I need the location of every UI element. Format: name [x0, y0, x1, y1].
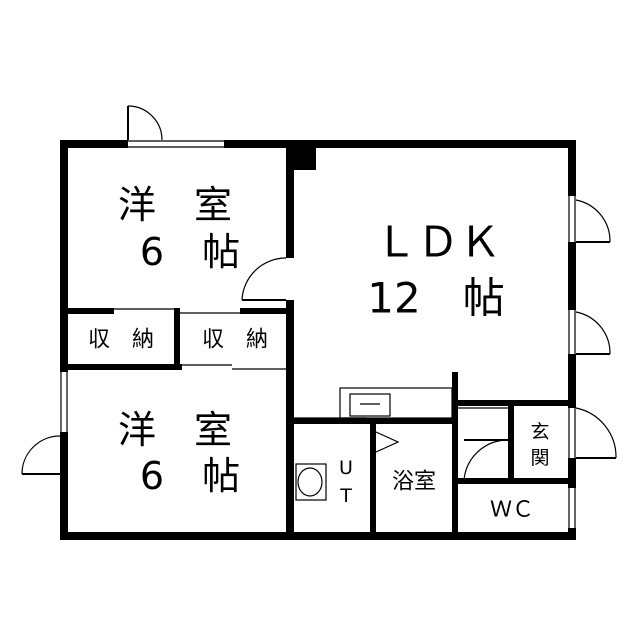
ldk-size: 12 帖	[367, 274, 504, 323]
storage-2-label: 収 納	[202, 328, 268, 353]
sliding-doors	[114, 308, 366, 423]
utility-label-u: U	[339, 457, 353, 479]
windows	[60, 140, 576, 528]
wc-label: ＷＣ	[490, 498, 534, 523]
western-room-2-size: 6 帖	[140, 454, 240, 498]
storage-1-label: 収 納	[88, 328, 154, 353]
western-room-2-name: 洋 室	[118, 408, 232, 452]
entrance-label-2: 関	[530, 447, 549, 469]
fixtures	[295, 387, 508, 501]
room-labels: 洋 室 6 帖 収 納 収 納 洋 室 6 帖 ＬＤＫ 12 帖 U T 浴室 …	[88, 183, 550, 523]
bath-label: 浴室	[392, 470, 436, 495]
interior-walls	[60, 140, 568, 540]
entrance-label-1: 玄	[530, 421, 549, 443]
ldk-name: ＬＤＫ	[375, 218, 501, 267]
utility-label-t: T	[339, 485, 352, 507]
western-room-1-size: 6 帖	[140, 230, 240, 274]
western-room-1-name: 洋 室	[118, 183, 232, 227]
swing-doors	[21, 105, 617, 481]
